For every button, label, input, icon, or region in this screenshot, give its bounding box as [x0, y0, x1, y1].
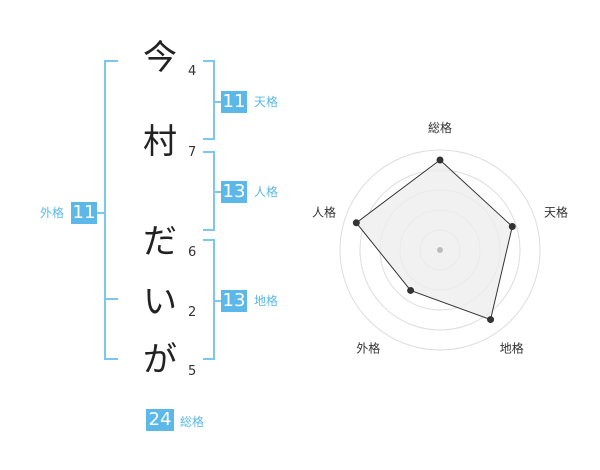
stroke-count-1: 4 [188, 64, 197, 79]
radar-axis-label-4: 外格 [356, 341, 380, 356]
ten-label: 天格 [254, 95, 279, 109]
stroke-count-5: 5 [188, 364, 197, 379]
jin-value-badge: 13 [221, 181, 247, 203]
name-char-4: い [143, 282, 177, 322]
jin-label: 人格 [254, 185, 279, 199]
total-value-badge: 24 [146, 409, 174, 431]
radar-point-5 [352, 219, 360, 227]
stroke-count-3: 6 [188, 245, 197, 260]
chi-label: 地格 [254, 294, 279, 308]
radar-axis-label-1: 総格 [428, 120, 452, 135]
stroke-count-4: 2 [188, 305, 197, 320]
name-char-5: が [143, 340, 177, 380]
name-char-1: 今 [143, 38, 177, 78]
name-char-3: だ [143, 222, 177, 262]
total-label: 総格 [180, 415, 205, 429]
stroke-count-2: 7 [188, 145, 197, 160]
chi-value-badge: 13 [221, 290, 247, 312]
radar-axis-label-5: 人格 [312, 204, 336, 219]
radar-axis-label-3: 地格 [500, 341, 524, 356]
gai-value-badge: 11 [71, 202, 97, 224]
radar-center-dot [437, 247, 443, 253]
ten-value-badge: 11 [221, 91, 247, 113]
radar-point-3 [487, 316, 495, 324]
radar-axis-label-2: 天格 [544, 204, 568, 219]
gai-label: 外格 [40, 206, 65, 220]
name-char-2: 村 [143, 122, 177, 162]
radar-point-4 [407, 286, 415, 294]
radar-point-2 [508, 223, 516, 231]
radar-point-1 [436, 156, 444, 164]
radar-series-polygon [355, 159, 513, 321]
radar-grid-ring [339, 149, 541, 351]
